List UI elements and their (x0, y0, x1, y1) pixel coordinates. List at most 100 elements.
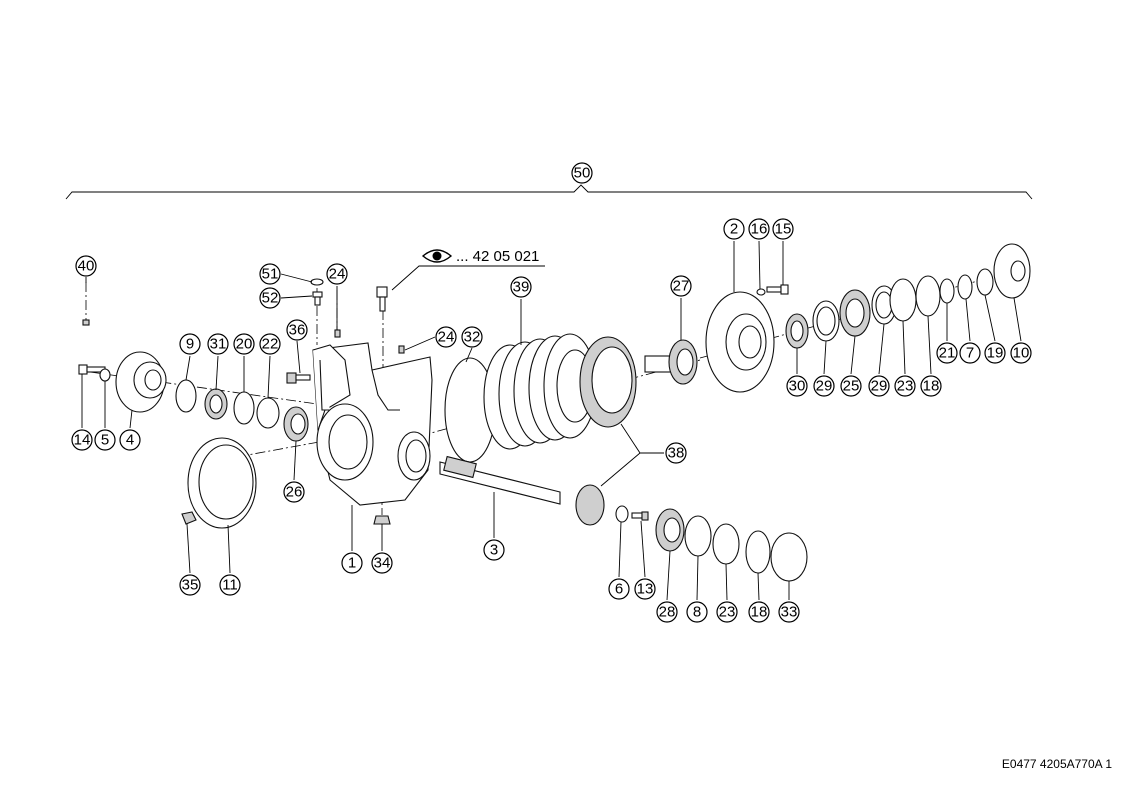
callout-33: 33 (778, 601, 800, 623)
svg-text:8: 8 (693, 604, 701, 621)
callout-18-lower: 18 (748, 601, 770, 623)
callout-11: 11 (219, 574, 241, 596)
part-cap-33 (770, 532, 808, 582)
svg-text:24: 24 (329, 266, 346, 283)
svg-text:36: 36 (289, 322, 306, 339)
part-bolt-15 (766, 284, 789, 295)
svg-text:11: 11 (222, 577, 238, 594)
callout-38: 38 (665, 442, 687, 464)
callout-24-right: 24 (435, 326, 457, 348)
drawing-code: E0477 4205A770A 1 (1002, 757, 1112, 771)
svg-text:10: 10 (1013, 345, 1030, 362)
part-plug-40 (82, 319, 90, 326)
part-flange-4 (115, 351, 167, 413)
part-washer-16 (756, 288, 766, 296)
callout-28: 28 (656, 601, 678, 623)
svg-text:50: 50 (574, 165, 591, 182)
part-circlip-18b (745, 530, 771, 574)
part-housing-1 (312, 342, 433, 506)
callout-29-left: 29 (813, 375, 835, 397)
part-ring-23a (889, 278, 917, 322)
part-breather (376, 286, 388, 312)
svg-text:9: 9 (186, 336, 194, 353)
part-disc-9 (175, 379, 197, 413)
part-washer-5 (99, 368, 111, 382)
svg-text:28: 28 (659, 604, 676, 621)
callout-22: 22 (259, 333, 281, 355)
svg-text:14: 14 (74, 432, 91, 449)
callout-2: 2 (723, 218, 745, 240)
svg-text:33: 33 (781, 604, 798, 621)
svg-text:26: 26 (286, 484, 303, 501)
callout-7: 7 (959, 342, 981, 364)
callout-24-upper: 24 (326, 263, 348, 285)
callout-1: 1 (341, 552, 363, 574)
svg-text:19: 19 (987, 345, 1004, 362)
svg-text:3: 3 (490, 542, 498, 559)
svg-text:24: 24 (438, 329, 455, 346)
callout-50: 50 (571, 162, 593, 184)
svg-text:22: 22 (262, 336, 279, 353)
part-circlip-18a (915, 275, 941, 317)
callout-18-upper: 18 (920, 375, 942, 397)
part-ring-23b (712, 523, 740, 565)
part-nut-34 (373, 515, 391, 525)
svg-text:20: 20 (236, 336, 253, 353)
part-bearing-25 (839, 289, 871, 337)
callout-30: 30 (786, 375, 808, 397)
part-bolt-13 (631, 511, 649, 521)
part-ring-21 (939, 278, 955, 304)
part-ring-19 (976, 268, 994, 296)
svg-text:4: 4 (126, 432, 134, 449)
callout-5: 5 (94, 429, 116, 451)
svg-text:16: 16 (751, 221, 768, 238)
part-washer-6 (615, 505, 629, 523)
callout-21: 21 (936, 342, 958, 364)
part-ring-gear-38 (579, 336, 637, 428)
svg-text:1: 1 (348, 555, 356, 572)
callout-23-upper: 23 (894, 375, 916, 397)
callout-6: 6 (608, 578, 630, 600)
callout-4: 4 (119, 429, 141, 451)
svg-text:18: 18 (751, 604, 768, 621)
svg-text:7: 7 (966, 345, 974, 362)
svg-text:31: 31 (210, 336, 227, 353)
svg-text:23: 23 (719, 604, 736, 621)
svg-text:13: 13 (637, 581, 654, 598)
callout-3: 3 (483, 539, 505, 561)
part-plug-24a (334, 329, 341, 338)
callout-35: 35 (179, 574, 201, 596)
part-cover-10 (993, 243, 1031, 299)
callout-9: 9 (179, 333, 201, 355)
svg-text:18: 18 (923, 378, 940, 395)
callout-27: 27 (670, 275, 692, 297)
callout-39: 39 (510, 276, 532, 298)
callout-16: 16 (748, 218, 770, 240)
callout-14: 14 (71, 429, 93, 451)
callout-29-right: 29 (868, 375, 890, 397)
part-bearing-27 (644, 339, 698, 385)
eye-icon (421, 249, 453, 263)
part-nut-35 (181, 511, 197, 525)
callout-10: 10 (1010, 342, 1032, 364)
svg-text:23: 23 (897, 378, 914, 395)
svg-text:5: 5 (101, 432, 109, 449)
callout-26: 26 (283, 481, 305, 503)
callout-19: 19 (984, 342, 1006, 364)
callout-32: 32 (461, 326, 483, 348)
svg-text:15: 15 (775, 221, 792, 238)
part-screw-36 (286, 372, 311, 384)
callout-51: 51 (259, 263, 281, 285)
callout-52: 52 (259, 287, 281, 309)
svg-text:34: 34 (374, 555, 391, 572)
svg-text:29: 29 (816, 378, 833, 395)
part-bearing-26 (283, 406, 309, 442)
part-disc-pack-39 (483, 333, 597, 450)
callout-13: 13 (634, 578, 656, 600)
svg-text:21: 21 (939, 345, 956, 362)
leader-lines (81, 240, 1022, 601)
svg-text:27: 27 (673, 278, 690, 295)
part-bearing-28 (655, 508, 685, 552)
part-ring-8 (684, 515, 712, 557)
